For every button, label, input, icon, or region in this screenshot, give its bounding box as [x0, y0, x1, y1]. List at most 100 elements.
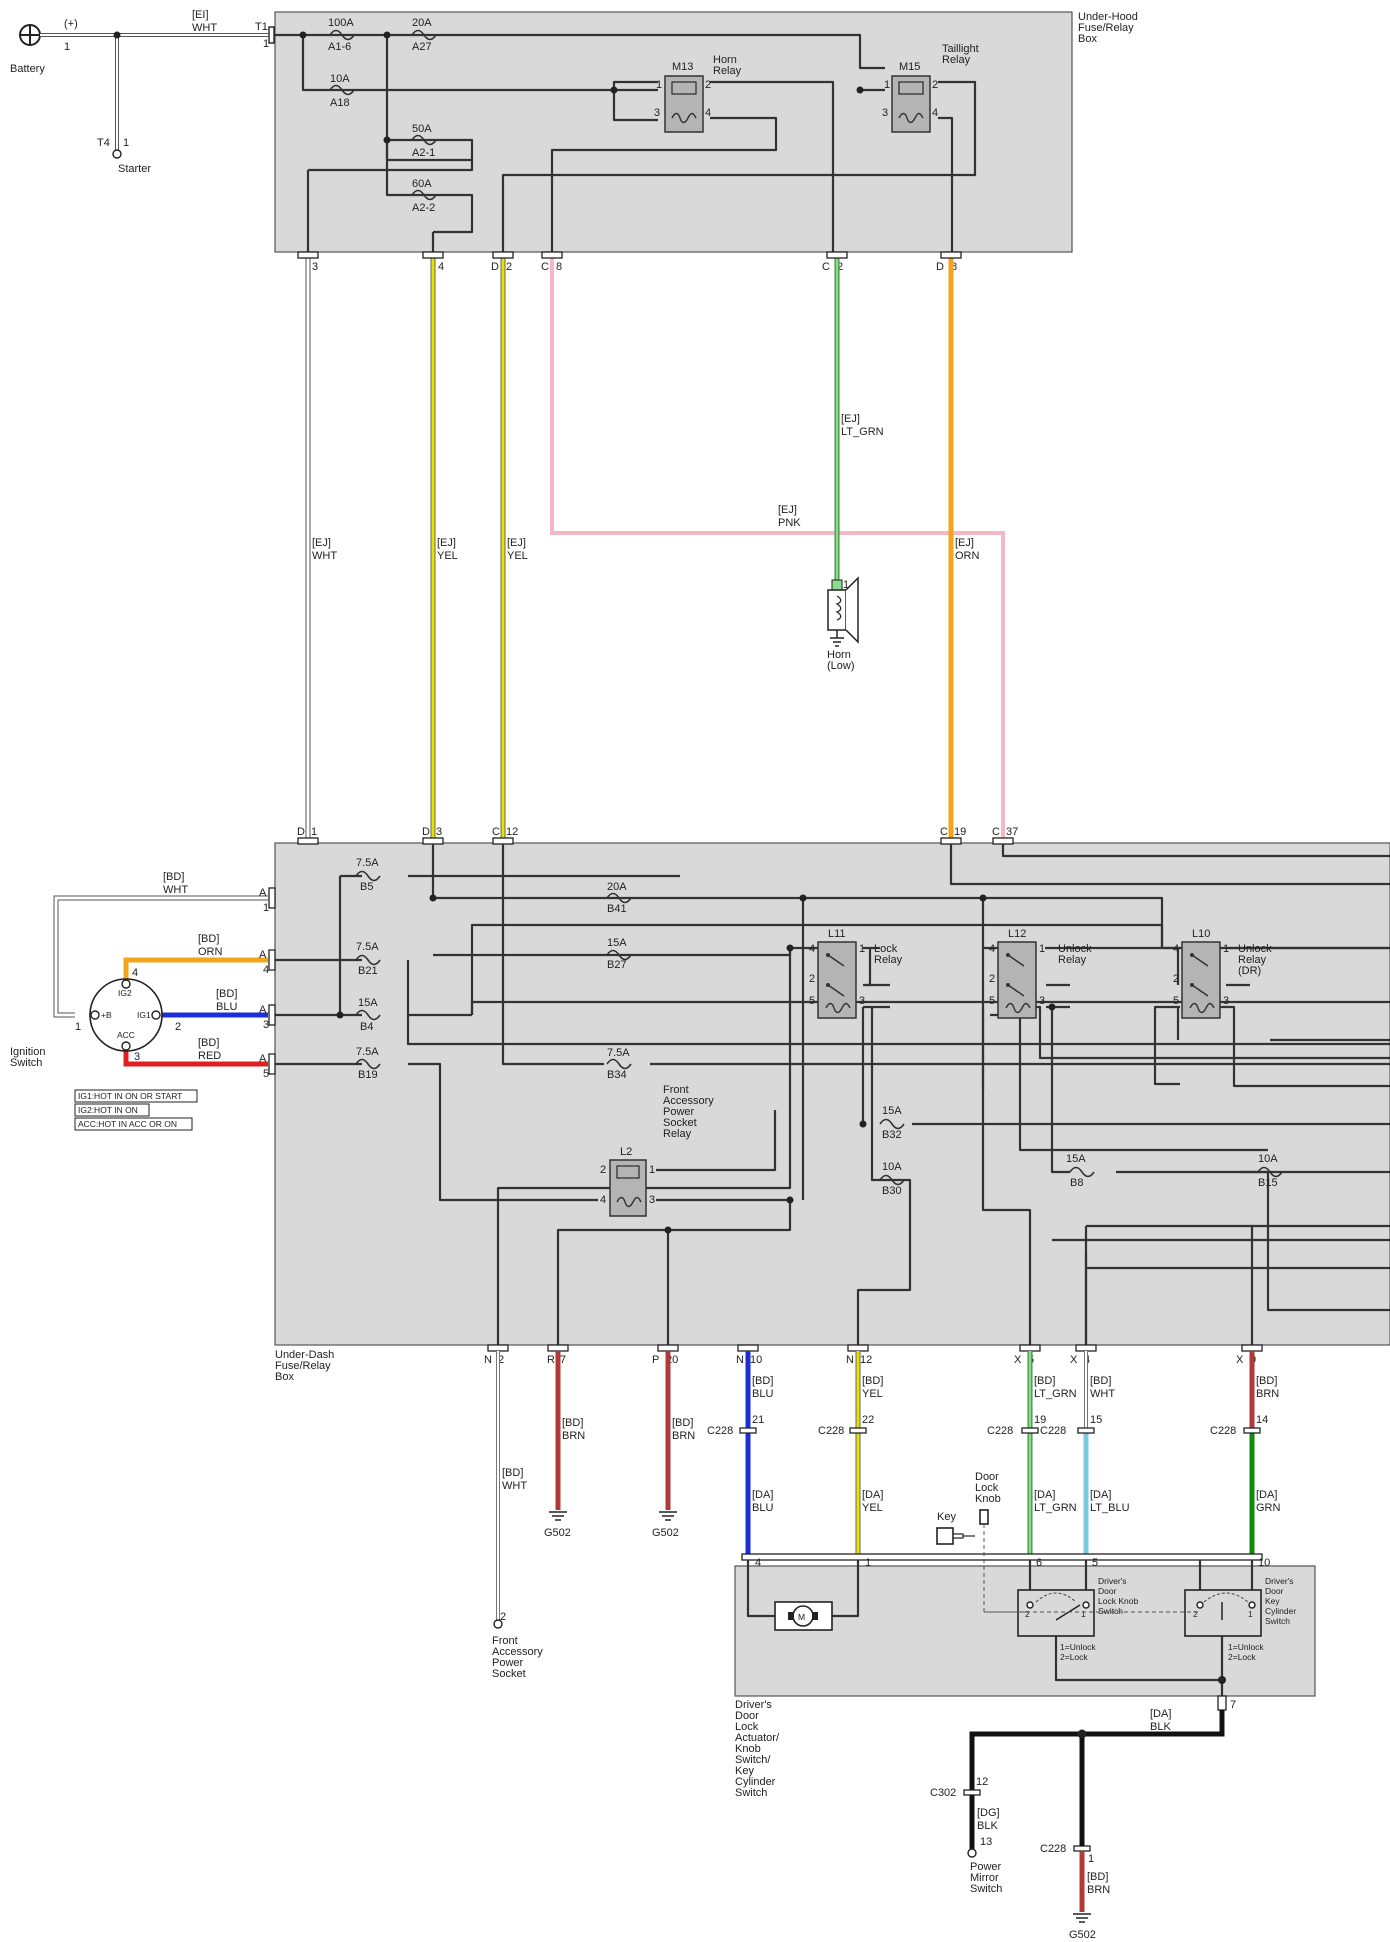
ud-out-r7-num: 7 [560, 1354, 566, 1366]
uh-pin-3: 3 [312, 261, 318, 273]
ground-g502-2-label: G502 [652, 1527, 679, 1539]
actuator-label-8: Cylinder [735, 1776, 776, 1788]
actuator-label-6: Switch/ [735, 1754, 771, 1766]
under-hood-box-label-2: Fuse/Relay [1078, 22, 1134, 34]
uh-pin-d2-num: 2 [506, 261, 512, 273]
fuse-b34 [606, 1058, 632, 1070]
wire-w11-harness: [BD] [502, 1467, 523, 1479]
wire-w14-color: BLU [752, 1388, 773, 1400]
wire-bd-wht-socket [493, 1351, 503, 1629]
lock-relay-pin-5: 5 [809, 995, 815, 1007]
wire-w1-color: WHT [312, 550, 337, 562]
wire-w5-harness: [EJ] [841, 413, 860, 425]
lock-relay-pin-2: 2 [809, 973, 815, 985]
c302-label: C302 [930, 1787, 956, 1799]
ignition-switch-symbol [89, 978, 163, 1052]
wire-w20-harness: [DA] [862, 1489, 883, 1501]
fuse-b15-rating: 10A [1258, 1153, 1278, 1165]
unlock-relay-pin-3: 3 [1039, 995, 1045, 1007]
fuse-b8 [1069, 1166, 1095, 1178]
lock-relay-pin-3: 3 [859, 995, 865, 1007]
fuse-a27-rating: 20A [412, 17, 432, 29]
wire-w5-color: LT_GRN [841, 426, 884, 438]
accessory-socket-relay-l2 [609, 1159, 647, 1217]
fuse-b19-name: B19 [358, 1069, 378, 1081]
wire-w4-harness: [EJ] [778, 504, 797, 516]
fuse-b15-name: B15 [1258, 1177, 1278, 1189]
fuse-b21 [355, 954, 381, 966]
ud-out-x4-letter: X [1070, 1354, 1078, 1366]
fuse-b32-rating: 15A [882, 1105, 902, 1117]
horn-pin: 1 [843, 579, 849, 591]
taillight-relay-pin-2: 2 [932, 79, 938, 91]
horn-relay-pin-3: 3 [654, 107, 660, 119]
ud-out-n2-letter: N [484, 1354, 492, 1366]
fuse-a2-1-rating: 50A [412, 123, 432, 135]
wire-w16-color: LT_GRN [1034, 1388, 1077, 1400]
fuse-b34-name: B34 [607, 1069, 627, 1081]
lock-relay-l11 [817, 941, 857, 1019]
wire-w11-color: WHT [502, 1480, 527, 1492]
unlock-dr-relay-label-3: (DR) [1238, 965, 1261, 977]
key-label: Key [937, 1511, 956, 1523]
wire-w25-color: BLK [977, 1820, 998, 1832]
fuse-b27 [606, 949, 632, 961]
fuse-b15 [1257, 1166, 1283, 1178]
cyl-switch-legend-1: 1=Unlock [1228, 1642, 1264, 1652]
ign-pin-a3-num: 3 [263, 1019, 269, 1031]
socket-relay-pin-3: 3 [649, 1194, 655, 1206]
fuse-a1-6 [329, 29, 355, 41]
mechanical-link-dashed [983, 1524, 1200, 1613]
main-feed-pin: 1 [263, 38, 269, 50]
wire-w20-color: YEL [862, 1502, 883, 1514]
wire-w21-color: LT_GRN [1034, 1502, 1077, 1514]
ign-pin-a1-num: 1 [263, 902, 269, 914]
ign-term-b: +B [101, 1010, 112, 1020]
wire-w24-harness: [DA] [1150, 1708, 1171, 1720]
lock-relay-label-2: Relay [874, 954, 903, 966]
under-hood-box-label-1: Under-Hood [1078, 11, 1138, 23]
socket-relay-label-2: Accessory [663, 1095, 714, 1107]
actuator-pin-7: 7 [1230, 1699, 1236, 1711]
door-knob-label-2: Lock [975, 1482, 999, 1494]
wire-w15-harness: [BD] [862, 1375, 883, 1387]
wire-w7-color: WHT [163, 884, 188, 896]
unlock-relay-pin-2: 2 [989, 973, 995, 985]
power-socket-label-2: Accessory [492, 1646, 543, 1658]
c228-pin-15: 15 [1090, 1414, 1102, 1426]
wire-w7-harness: [BD] [163, 871, 184, 883]
unlock-relay-pin-5: 5 [989, 995, 995, 1007]
horn-relay-id: M13 [672, 61, 693, 73]
wire-w13-color: BRN [672, 1430, 695, 1442]
power-socket-label-3: Power [492, 1657, 524, 1669]
fuse-b5-name: B5 [360, 881, 373, 893]
main-feed-wire [40, 31, 268, 159]
wire-w14-harness: [BD] [752, 1375, 773, 1387]
socket-relay-pin-4: 4 [600, 1194, 606, 1206]
c228-label-2: C228 [818, 1425, 844, 1437]
wire-w26-color: BRN [1087, 1884, 1110, 1896]
wire-w21-harness: [DA] [1034, 1489, 1055, 1501]
ignition-legend-3: ACC:HOT IN ACC OR ON [78, 1119, 177, 1129]
unlock-dr-relay-label-2: Relay [1238, 954, 1267, 966]
ud-pin-c19-letter: C [940, 826, 948, 838]
wire-w23-harness: [DA] [1256, 1489, 1277, 1501]
ign-pin-1: 1 [75, 1021, 81, 1033]
fuse-b30-rating: 10A [882, 1161, 902, 1173]
fuse-b41-rating: 20A [607, 881, 627, 893]
uh-pin-d8-letter: D [936, 261, 944, 273]
main-feed-connector: T1 [255, 21, 268, 33]
socket-relay-label-3: Power [663, 1106, 695, 1118]
fuse-b5 [355, 870, 381, 882]
ign-pin-a1-letter: A [259, 887, 267, 899]
wire-w19-harness: [DA] [752, 1489, 773, 1501]
fuse-b8-name: B8 [1070, 1177, 1083, 1189]
wire-w12-color: BRN [562, 1430, 585, 1442]
ign-pin-a4-letter: A [259, 949, 267, 961]
taillight-relay-pin-4: 4 [932, 107, 938, 119]
lock-relay-label-1: Lock [874, 943, 898, 955]
wire-w18-harness: [BD] [1256, 1375, 1277, 1387]
unlock-relay-pin-4: 4 [989, 943, 995, 955]
fuse-b41 [606, 892, 632, 904]
ignition-wires [53, 895, 268, 1067]
